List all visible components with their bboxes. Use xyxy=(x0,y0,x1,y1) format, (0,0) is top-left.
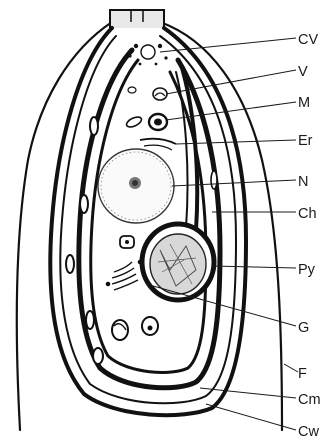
pyrenoid xyxy=(142,224,214,300)
label-cw: Cw xyxy=(298,424,319,440)
vacuole xyxy=(153,88,167,100)
endoplasmic-reticulum xyxy=(140,139,176,144)
starch-grain xyxy=(86,311,94,329)
leader-py xyxy=(212,266,296,268)
mitochondrion-small xyxy=(125,115,143,129)
endoplasmic-reticulum-2 xyxy=(144,145,172,150)
label-n: N xyxy=(298,174,308,190)
mitochondrion-bottom xyxy=(112,320,128,340)
label-cm: Cm xyxy=(298,392,321,408)
mitochondrion-lower xyxy=(120,236,134,248)
apical-papilla xyxy=(110,10,164,28)
label-v: V xyxy=(298,64,308,80)
leader-f xyxy=(284,364,298,372)
label-py: Py xyxy=(298,262,316,278)
label-m: M xyxy=(298,95,310,111)
vacuole-bottom xyxy=(142,317,158,335)
mitochondrion xyxy=(149,114,167,130)
starch-grain xyxy=(66,255,74,273)
starch-grain xyxy=(90,117,98,135)
contractile-vacuole xyxy=(128,44,167,66)
label-ch: Ch xyxy=(298,206,317,222)
starch-grain xyxy=(80,195,88,213)
vesicle xyxy=(128,87,136,93)
starch-grain xyxy=(211,171,217,189)
starch-grain xyxy=(93,348,103,364)
label-er: Er xyxy=(298,133,313,149)
label-f: F xyxy=(298,366,307,382)
label-g: G xyxy=(298,320,309,336)
nucleus xyxy=(98,149,174,223)
label-cv: CV xyxy=(298,32,318,48)
